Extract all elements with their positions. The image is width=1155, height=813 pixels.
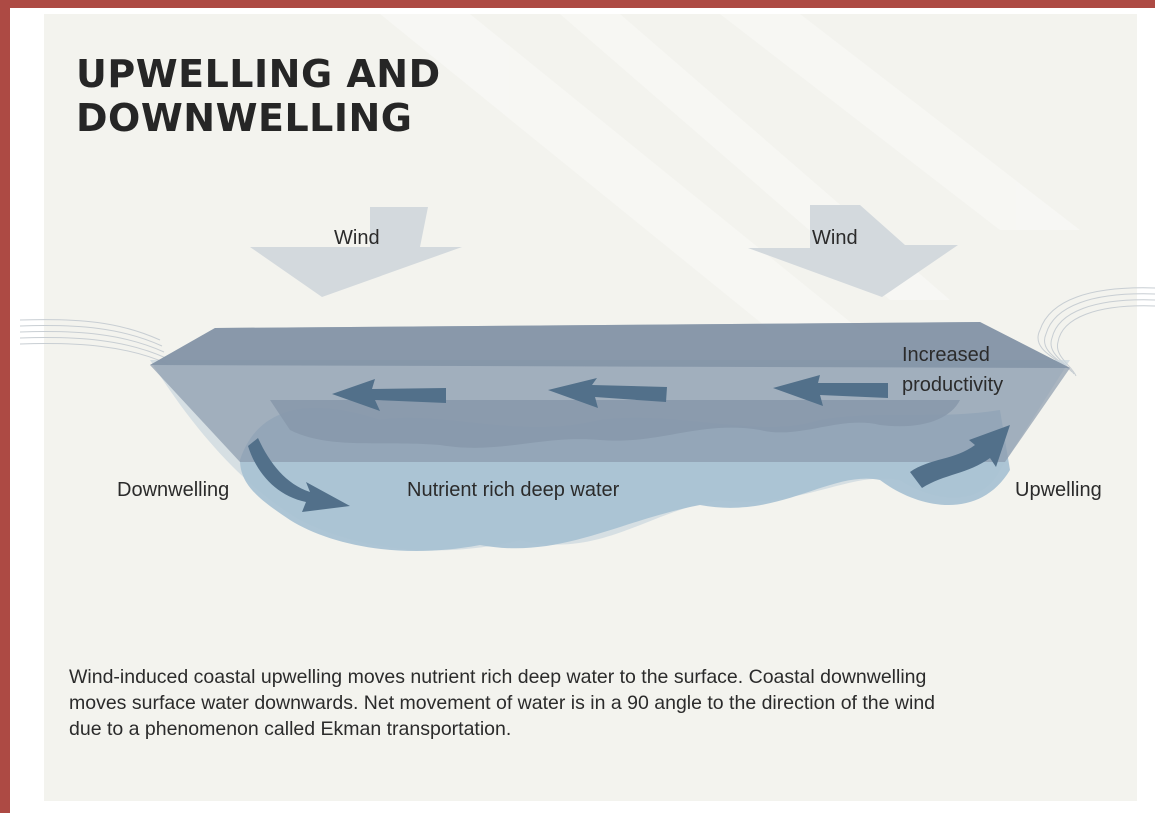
upwelling-arrow [910, 425, 1010, 488]
page-title: UPWELLING AND DOWNWELLING [76, 52, 441, 140]
wind-arrow-right [748, 205, 958, 297]
nutrient-water-label: Nutrient rich deep water [407, 479, 620, 501]
increased-productivity-label: Increased productivity [902, 344, 1004, 396]
left-coast [19, 319, 169, 365]
upwelling-label: Upwelling [1015, 479, 1102, 501]
wind-arrow-left [250, 207, 462, 297]
caption: Wind-induced coastal upwelling moves nut… [69, 666, 936, 740]
current-arrow-3 [773, 375, 888, 406]
current-arrow-1 [332, 379, 446, 411]
downwelling-label: Downwelling [117, 479, 230, 501]
downwelling-arrow [248, 438, 350, 512]
wind-label-right: Wind [812, 227, 858, 249]
surface-top [150, 322, 1070, 368]
wind-label-left: Wind [334, 227, 380, 249]
current-arrow-2 [548, 378, 667, 408]
light-rays [380, 14, 1080, 330]
